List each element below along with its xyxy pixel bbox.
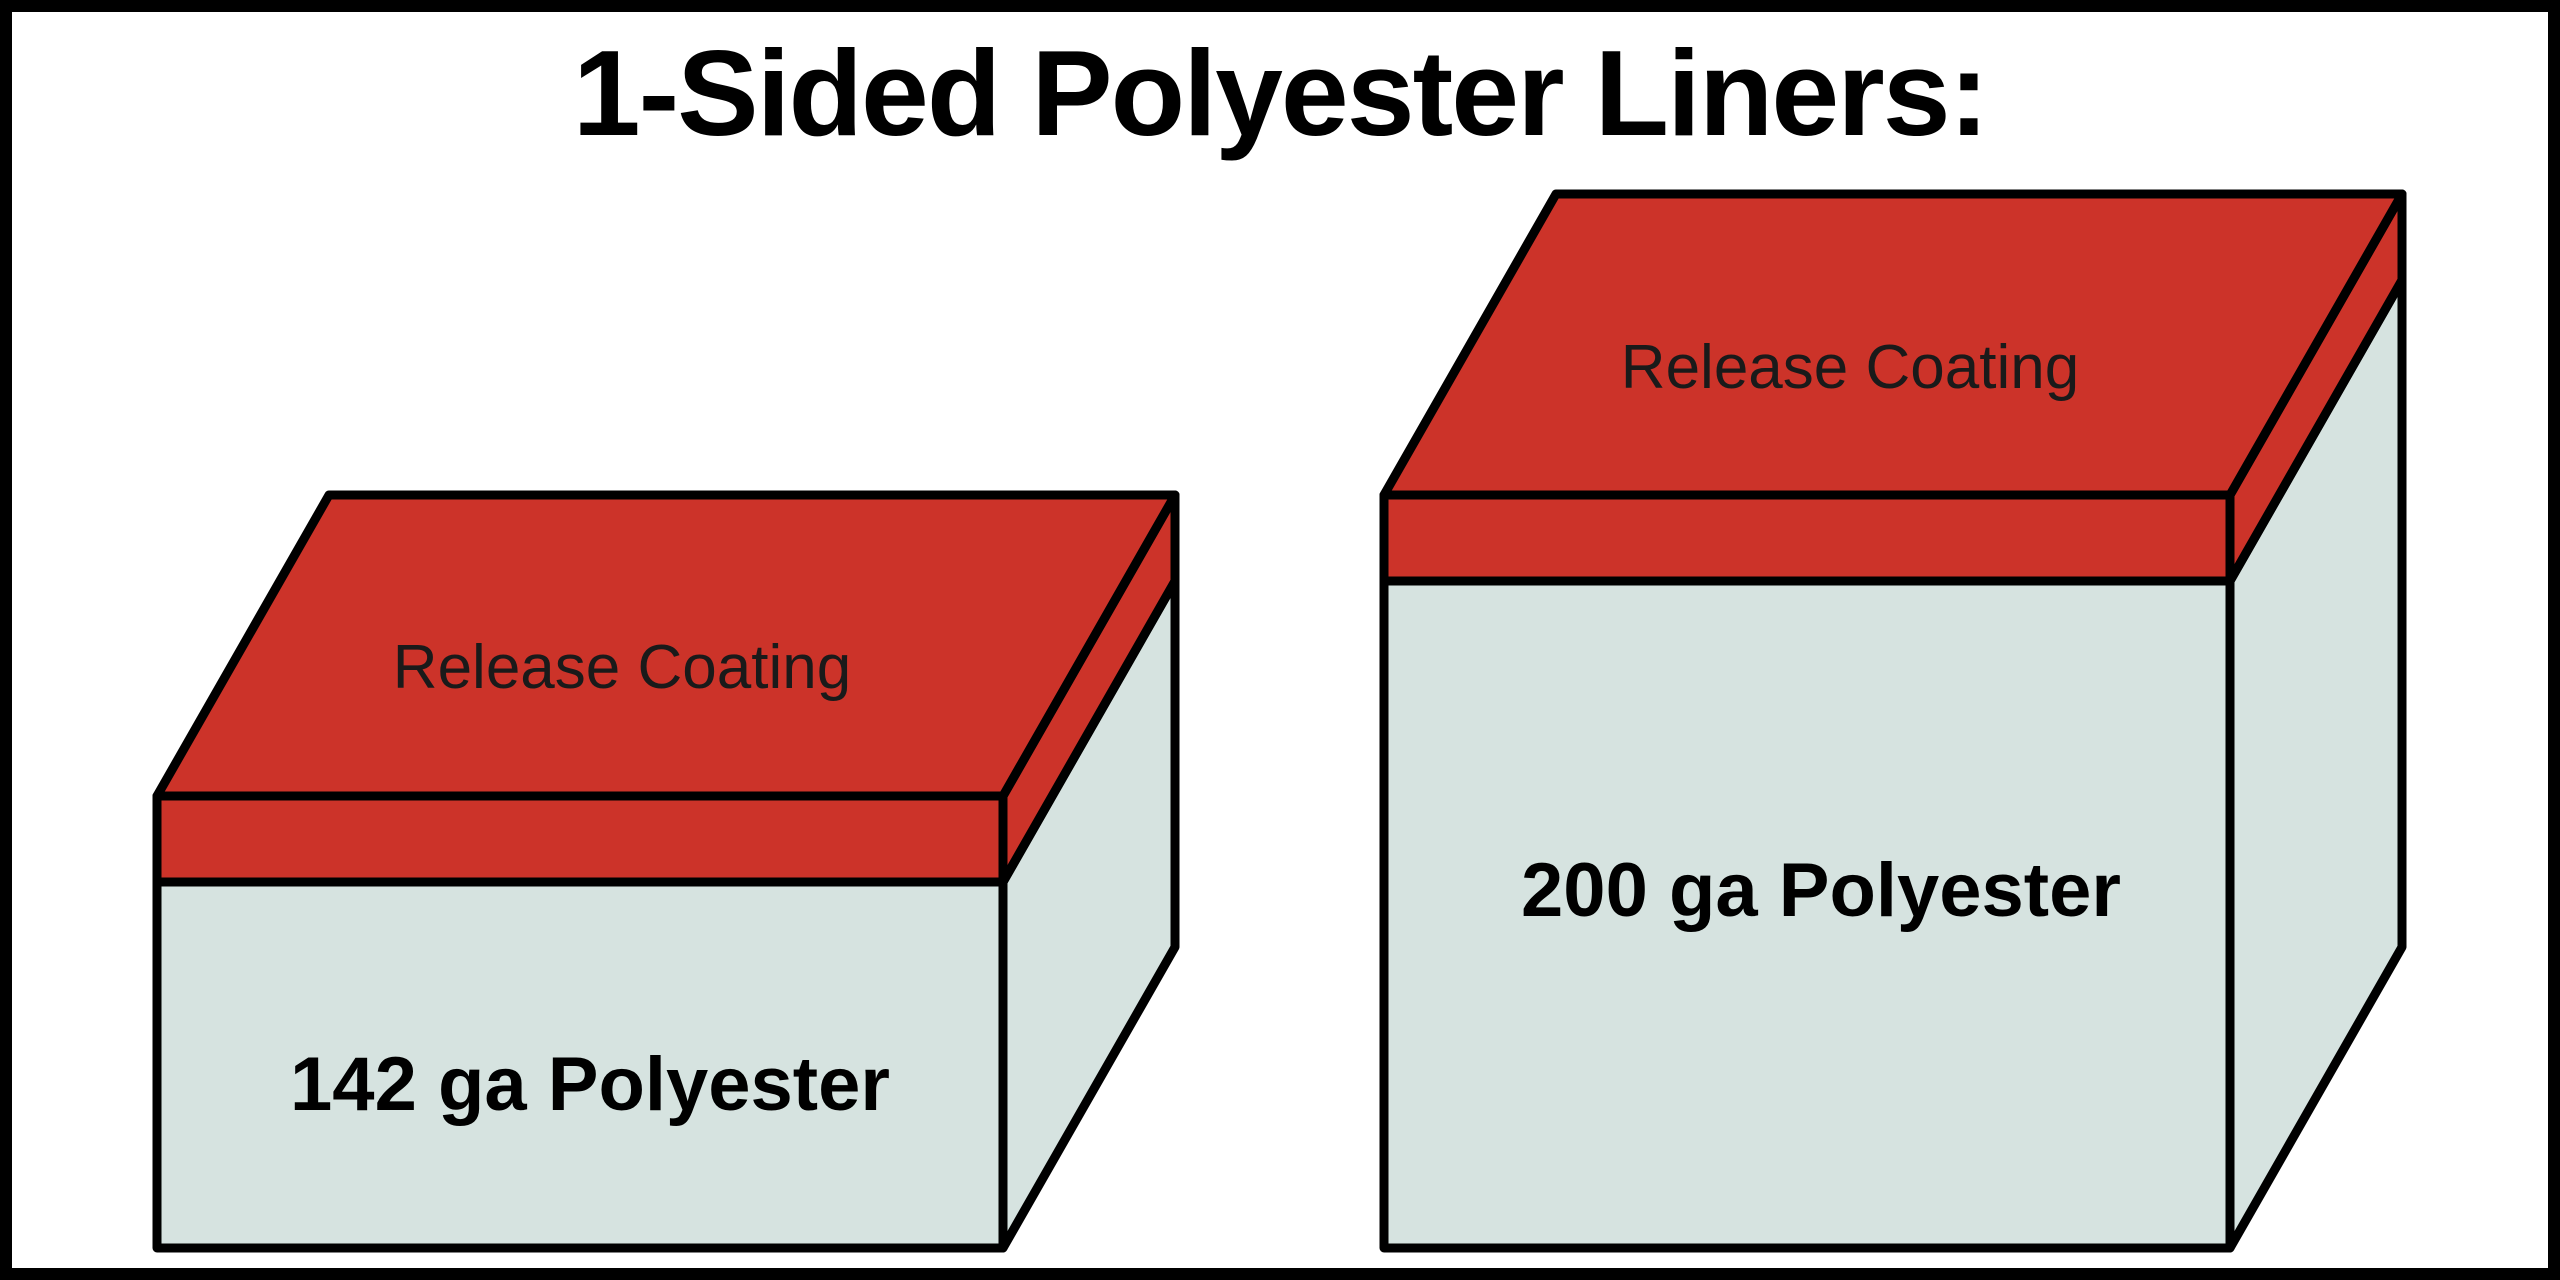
liner-142-front-coating [152,791,1008,887]
liner-200-front-polyester [1379,576,2235,1253]
liner-200-front-coating [1379,490,2235,586]
liner-142-front-polyester [152,877,1008,1253]
liner-200-coating-label: Release Coating [1621,333,2079,402]
liner-200-base-label: 200 ga Polyester [1521,848,2121,933]
liner-142-base-label: 142 ga Polyester [290,1042,890,1127]
diagram-title: 1-Sided Polyester Liners: [572,25,1989,161]
liner-box-200 [1379,189,2407,1253]
liner-box-142 [152,490,1180,1253]
liner-142-coating-label: Release Coating [393,633,851,702]
